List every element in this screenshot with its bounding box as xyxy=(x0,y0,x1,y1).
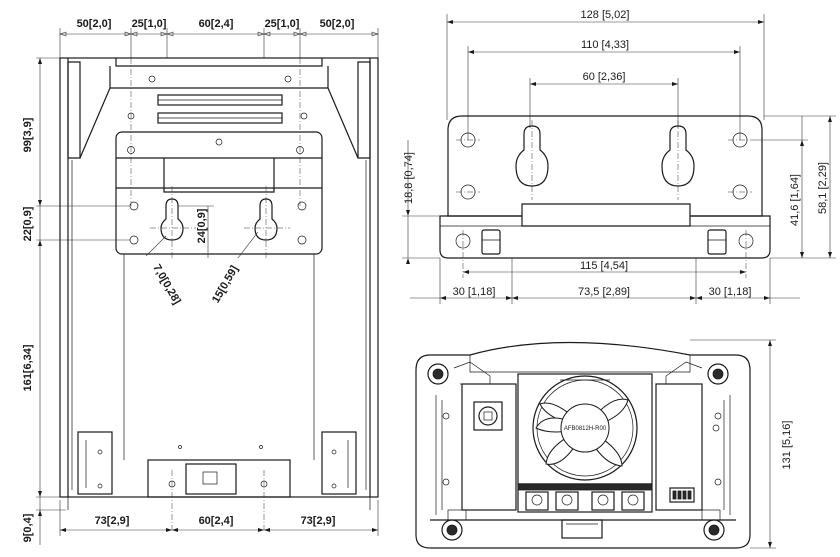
front-left-dim-2: 22[0,9] xyxy=(22,206,34,241)
cooling-fan: AFB0812H-R00 xyxy=(517,373,653,485)
front-bottom-dimensions: 73[2,9] 60[2,4] 73[2,9] xyxy=(59,500,379,536)
front-top-dim-4: 25[1,0] xyxy=(265,18,300,30)
front-inner-dim-24: 24[0,9] xyxy=(196,208,208,243)
front-left-dimensions: 99[3,9] 22[0,9] 161[6,34] 9[0,4] xyxy=(22,57,130,545)
bottom-view-dim-131: 131 [5,16] xyxy=(781,421,793,470)
front-top-dimensions: 50[2,0] 25[1,0] 60[2,4] 25[1,0] 50[2,0] xyxy=(59,18,379,58)
front-inner-dim-7: 7,0[0,28] xyxy=(150,262,183,306)
bracket-dim-18-8: 18,8 [0,74] xyxy=(403,152,415,204)
front-top-dim-3: 60[2,4] xyxy=(199,18,234,30)
front-left-dim-1: 99[3,9] xyxy=(22,117,34,152)
bracket-dim-30-left: 30 [1,18] xyxy=(453,286,496,298)
bracket-view: 128 [5,02] 110 [4,33] 60 [2,36] xyxy=(402,9,836,304)
bracket-dim-73-5: 73,5 [2,89] xyxy=(578,286,630,298)
bracket-body xyxy=(439,115,771,278)
front-top-dim-2: 25[1,0] xyxy=(132,18,167,30)
bracket-dim-115: 115 [4,54] xyxy=(580,260,628,272)
bracket-dim-58-1: 58,1 [2,29] xyxy=(817,162,829,214)
bracket-left-dimension: 18,8 [0,74] xyxy=(402,140,440,264)
corner-screws xyxy=(427,361,729,541)
terminal-block xyxy=(517,483,653,539)
bracket-top-dimensions: 128 [5,02] 110 [4,33] 60 [2,36] xyxy=(446,9,765,140)
bracket-dim-41-6: 41,6 [1,64] xyxy=(789,174,801,226)
fan-model-label: AFB0812H-R00 xyxy=(564,426,607,432)
bracket-dim-30-right: 30 [1,18] xyxy=(709,286,752,298)
bottom-view-height-dimension: 131 [5,16] xyxy=(690,339,793,549)
front-bottom-dim-2: 60[2,4] xyxy=(199,515,234,527)
dip-switch xyxy=(669,487,695,503)
front-top-dim-1: 50[2,0] xyxy=(77,18,112,30)
front-bottom-dim-1: 73[2,9] xyxy=(95,515,130,527)
front-enclosure: 24[0,9] 7,0[0,28] 15[0,59] xyxy=(59,57,379,530)
bracket-right-dimensions: 41,6 [1,64] 58,1 [2,29] xyxy=(752,115,836,259)
bracket-dim-128: 128 [5,02] xyxy=(581,9,630,21)
bracket-dim-110: 110 [4,33] xyxy=(581,39,629,51)
front-bottom-dim-3: 73[2,9] xyxy=(301,515,336,527)
front-top-dim-5: 50[2,0] xyxy=(320,18,355,30)
front-inner-dim-15: 15[0,59] xyxy=(210,263,241,305)
bracket-bottom-dimensions: 115 [4,54] 30 [1,18] 73,5 [2,89] 30 [1,1… xyxy=(410,258,800,304)
front-view: 50[2,0] 25[1,0] 60[2,4] 25[1,0] 50[2,0] … xyxy=(22,18,379,545)
bottom-view: AFB0812H-R00 xyxy=(415,339,793,549)
bracket-dim-60: 60 [2,36] xyxy=(583,71,626,83)
front-left-dim-3: 161[6,34] xyxy=(22,344,34,391)
front-left-dim-4: 9[0,4] xyxy=(22,513,34,542)
